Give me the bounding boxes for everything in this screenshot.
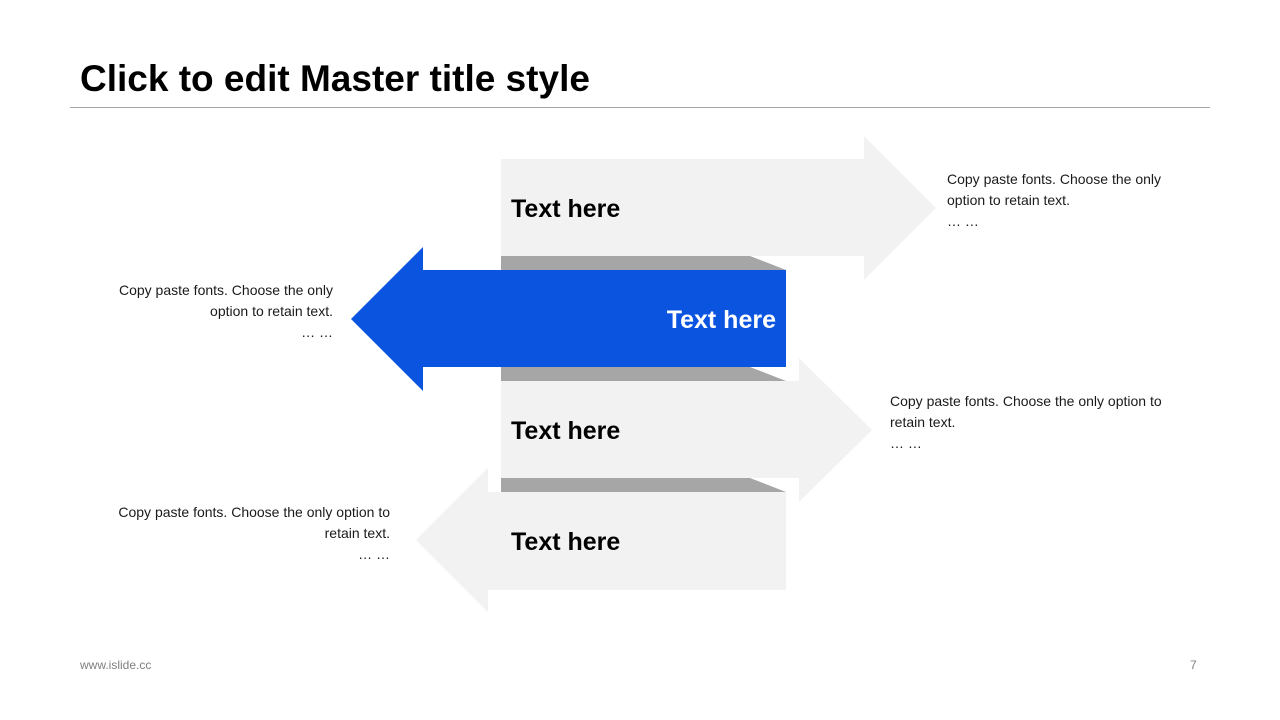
title-underline <box>70 107 1210 108</box>
note-3-ellipsis: … … <box>890 435 922 451</box>
arrow-shadow-3 <box>501 478 786 492</box>
note-1-line-1: Copy paste fonts. Choose the only <box>947 171 1162 187</box>
note-3: Copy paste fonts. Choose the only option… <box>890 391 1200 454</box>
arrow-1-label: Text here <box>511 195 621 223</box>
note-1-ellipsis: … … <box>947 213 979 229</box>
arrow-3-label: Text here <box>511 417 621 445</box>
note-4-line-2: retain text. <box>324 525 390 541</box>
note-3-line-1: Copy paste fonts. Choose the only option… <box>890 393 1162 409</box>
note-1-line-2: option to retain text. <box>947 192 1070 208</box>
arrow-2-label: Text here <box>666 306 776 334</box>
slide-title[interactable]: Click to edit Master title style <box>80 58 590 99</box>
note-1: Copy paste fonts. Choose the only option… <box>947 169 1207 232</box>
note-3-line-2: retain text. <box>890 414 956 430</box>
note-2-line-2: option to retain text. <box>210 303 333 319</box>
footer-url[interactable]: www.islide.cc <box>80 658 152 672</box>
note-2: Copy paste fonts. Choose the only option… <box>63 280 333 343</box>
note-4-ellipsis: … … <box>358 546 390 562</box>
note-4-line-1: Copy paste fonts. Choose the only option… <box>118 504 390 520</box>
note-2-ellipsis: … … <box>301 324 333 340</box>
note-2-line-1: Copy paste fonts. Choose the only <box>118 282 333 298</box>
arrow-3-right[interactable] <box>501 358 872 502</box>
arrow-shadow-2 <box>501 367 786 381</box>
arrow-4-label: Text here <box>511 528 621 556</box>
note-4: Copy paste fonts. Choose the only option… <box>80 502 390 565</box>
arrow-2-left-highlighted[interactable] <box>351 247 786 391</box>
arrow-1-right[interactable] <box>501 136 936 280</box>
arrow-4-left[interactable] <box>416 468 786 612</box>
page-number: 7 <box>1190 658 1197 672</box>
arrow-shadow-1 <box>501 256 786 270</box>
